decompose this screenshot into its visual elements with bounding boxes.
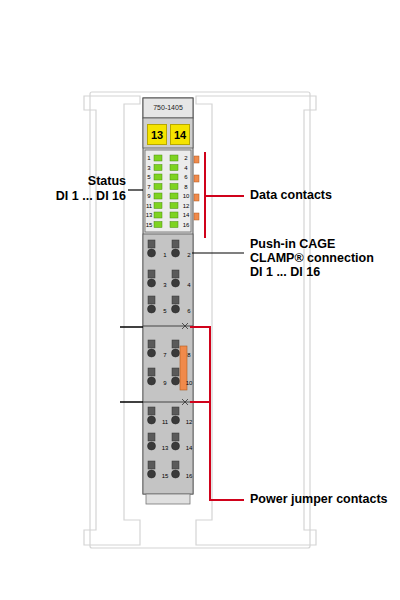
- terminal-number: 7: [163, 352, 166, 359]
- terminal-number: 12: [186, 419, 193, 426]
- terminal-number: 15: [162, 473, 169, 480]
- terminal-number: 10: [186, 380, 193, 387]
- channel-number: 7: [147, 183, 150, 190]
- terminal-number: 5: [163, 308, 166, 315]
- callout-label: Status: [88, 175, 126, 189]
- terminal-number: 3: [163, 282, 166, 289]
- callout-label: Push-in CAGE CLAMP® connection: [250, 238, 390, 266]
- channel-number: 10: [183, 193, 190, 200]
- channel-number: 5: [147, 174, 150, 181]
- terminal-number: 1: [163, 252, 166, 259]
- callout-label: Data contacts: [250, 189, 332, 203]
- terminal-number: 9: [163, 380, 166, 387]
- callout-label: DI 1 ... DI 16: [250, 266, 320, 280]
- terminal-number: 4: [187, 282, 190, 289]
- marker-number: 13: [151, 129, 163, 141]
- channel-number: 8: [184, 183, 187, 190]
- marker-card: 13: [147, 124, 167, 145]
- terminal-number: 11: [162, 419, 168, 426]
- article-number: 750-1405: [153, 104, 183, 112]
- channel-number: 6: [184, 174, 187, 181]
- channel-number: 3: [147, 164, 150, 171]
- channel-number: 2: [184, 155, 187, 162]
- terminal-number: 6: [187, 308, 190, 315]
- channel-number: 4: [184, 164, 187, 171]
- channel-number: 12: [183, 202, 190, 209]
- terminal-number: 16: [186, 473, 193, 480]
- callout-label: DI 1 ... DI 16: [56, 190, 126, 204]
- marker-card: 14: [170, 124, 190, 145]
- terminal-number: 2: [187, 252, 190, 259]
- channel-number: 11: [146, 202, 152, 209]
- channel-number: 14: [183, 212, 190, 219]
- callout-label: Power jumper contacts: [250, 493, 388, 507]
- channel-number: 15: [146, 221, 153, 228]
- channel-number: 13: [146, 212, 153, 219]
- channel-number: 9: [147, 193, 150, 200]
- marker-number: 14: [174, 129, 186, 141]
- channel-number: 16: [183, 221, 190, 228]
- terminal-number: 14: [186, 445, 193, 452]
- terminal-number: 8: [187, 352, 190, 359]
- channel-number: 1: [147, 155, 150, 162]
- terminal-number: 13: [162, 445, 169, 452]
